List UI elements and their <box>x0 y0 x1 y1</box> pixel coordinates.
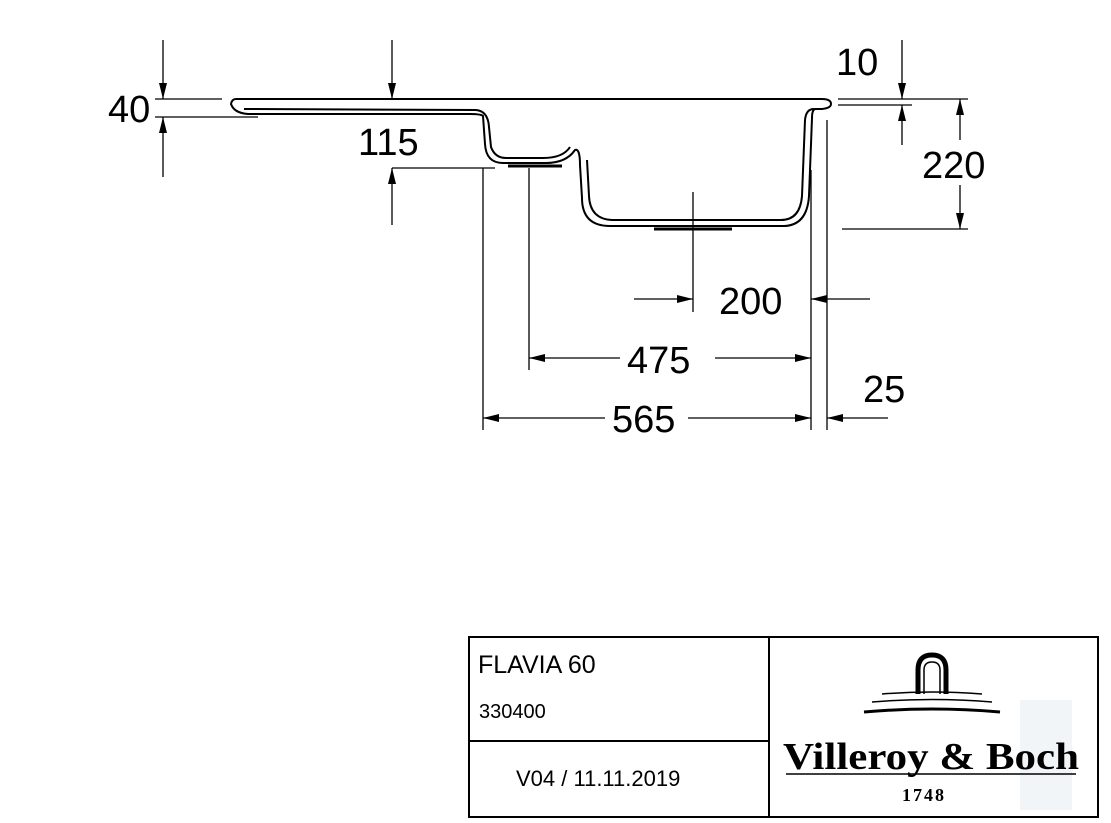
sink-profile <box>229 98 833 231</box>
dim-drainer-depth: 115 <box>358 122 419 164</box>
version-date: V04 / 11.11.2019 <box>516 766 680 791</box>
dim-bowl-width: 475 <box>627 340 690 382</box>
extension-lines <box>155 98 968 430</box>
product-name: FLAVIA 60 <box>478 651 596 679</box>
brand-year: 1748 <box>902 785 946 805</box>
dimension-lines <box>159 40 964 422</box>
dim-total-width: 565 <box>612 399 675 441</box>
brand-logo: Villeroy & Boch 1748 <box>783 652 1079 810</box>
bowl-inner-line <box>586 108 815 221</box>
dim-rim-edge: 10 <box>836 42 878 84</box>
dim-rim-thickness: 40 <box>108 89 150 131</box>
article-number: 330400 <box>479 701 546 723</box>
sink-rim-outline <box>229 98 833 227</box>
dim-edge-offset: 25 <box>863 369 905 411</box>
dim-drain-offset: 200 <box>719 281 782 323</box>
title-block: FLAVIA 60 330400 V04 / 11.11.2019 <box>468 636 1099 818</box>
dimension-labels: 40 115 10 220 200 475 565 25 <box>108 42 985 441</box>
drainer-inner-line <box>243 108 571 159</box>
faucet-icon <box>863 652 1001 714</box>
brand-name: Villeroy & Boch <box>783 736 1079 778</box>
dim-bowl-depth: 220 <box>922 145 985 187</box>
